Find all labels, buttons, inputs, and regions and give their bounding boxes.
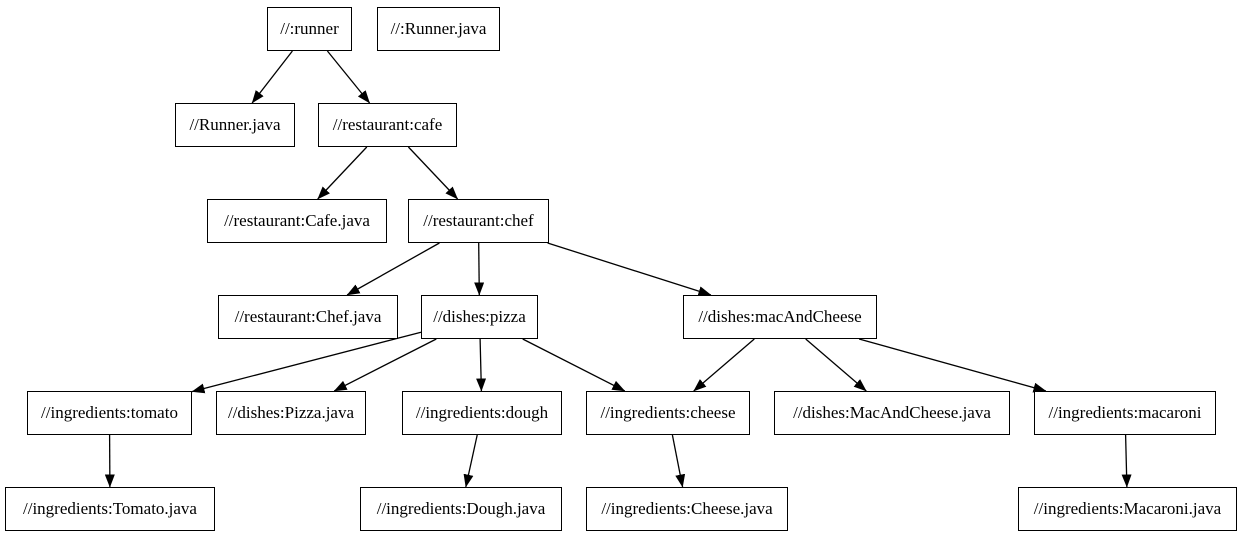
graph-edge-pizza-to-tomato bbox=[191, 331, 422, 394]
graph-node-mac-and-cheese-java: //dishes:MacAndCheese.java bbox=[774, 391, 1010, 435]
graph-node-label: //ingredients:Macaroni.java bbox=[1033, 499, 1222, 518]
graph-node-chef-java: //restaurant:Chef.java bbox=[218, 295, 398, 339]
graph-node-label: //restaurant:chef bbox=[423, 211, 534, 230]
graph-node-runner: //:runner bbox=[267, 7, 352, 51]
graph-node-label: //ingredients:dough bbox=[415, 403, 549, 422]
graph-node-label: //restaurant:cafe bbox=[332, 115, 443, 134]
graph-node-runner-java: //Runner.java bbox=[175, 103, 295, 147]
graph-node-cheese: //ingredients:cheese bbox=[586, 391, 750, 435]
graph-node-dough: //ingredients:dough bbox=[402, 391, 562, 435]
graph-edge-pizza-to-cheese bbox=[522, 338, 626, 392]
graph-edge-cafe-to-chef bbox=[407, 146, 459, 200]
graph-node-cafe: //restaurant:cafe bbox=[318, 103, 457, 147]
graph-node-label: //dishes:macAndCheese bbox=[698, 307, 862, 326]
graph-node-cheese-java: //ingredients:Cheese.java bbox=[586, 487, 788, 531]
graph-edge-chef-to-mac-and-cheese bbox=[547, 242, 712, 296]
graph-node-pizza: //dishes:pizza bbox=[421, 295, 538, 339]
graph-edge-mac-and-cheese-to-macaroni bbox=[858, 338, 1047, 393]
graph-edge-runner-to-cafe bbox=[326, 50, 371, 104]
graph-node-label: //ingredients:Tomato.java bbox=[23, 499, 197, 518]
graph-node-macaroni: //ingredients:macaroni bbox=[1034, 391, 1216, 435]
graph-edge-cafe-to-cafe-java bbox=[317, 146, 368, 200]
graph-edge-runner-to-runner-java bbox=[251, 50, 293, 104]
graph-edge-dough-to-dough-java bbox=[463, 434, 478, 488]
graph-node-chef: //restaurant:chef bbox=[408, 199, 549, 243]
graph-node-runner-java-root: //:Runner.java bbox=[377, 7, 500, 51]
graph-edge-macaroni-to-macaroni-java bbox=[1121, 434, 1132, 488]
graph-node-label: //Runner.java bbox=[189, 115, 281, 134]
graph-node-label: //ingredients:Cheese.java bbox=[601, 499, 773, 518]
graph-node-label: //ingredients:macaroni bbox=[1048, 403, 1202, 422]
graph-node-label: //dishes:MacAndCheese.java bbox=[793, 403, 991, 422]
graph-edge-mac-and-cheese-to-cheese bbox=[693, 338, 755, 392]
graph-edge-chef-to-chef-java bbox=[346, 242, 440, 296]
graph-node-label: //:Runner.java bbox=[390, 19, 487, 38]
graph-node-mac-and-cheese: //dishes:macAndCheese bbox=[683, 295, 877, 339]
graph-edge-pizza-to-pizza-java bbox=[333, 338, 437, 392]
graph-node-label: //dishes:pizza bbox=[433, 307, 526, 326]
graph-edge-pizza-to-dough bbox=[476, 338, 487, 392]
graph-node-tomato-java: //ingredients:Tomato.java bbox=[5, 487, 215, 531]
graph-node-label: //restaurant:Chef.java bbox=[234, 307, 382, 326]
graph-node-pizza-java: //dishes:Pizza.java bbox=[216, 391, 366, 435]
graph-edge-chef-to-pizza bbox=[474, 242, 485, 296]
graph-node-dough-java: //ingredients:Dough.java bbox=[360, 487, 562, 531]
graph-edge-cheese-to-cheese-java bbox=[671, 434, 686, 488]
graph-node-cafe-java: //restaurant:Cafe.java bbox=[207, 199, 387, 243]
graph-edge-mac-and-cheese-to-mac-and-cheese-java bbox=[805, 338, 867, 392]
graph-node-macaroni-java: //ingredients:Macaroni.java bbox=[1018, 487, 1237, 531]
graph-node-tomato: //ingredients:tomato bbox=[27, 391, 192, 435]
graph-node-label: //:runner bbox=[280, 19, 339, 38]
graph-node-label: //ingredients:tomato bbox=[41, 403, 178, 422]
graph-node-label: //restaurant:Cafe.java bbox=[224, 211, 370, 230]
graph-node-label: //dishes:Pizza.java bbox=[227, 403, 355, 422]
graph-node-label: //ingredients:cheese bbox=[600, 403, 736, 422]
graph-node-label: //ingredients:Dough.java bbox=[376, 499, 546, 518]
